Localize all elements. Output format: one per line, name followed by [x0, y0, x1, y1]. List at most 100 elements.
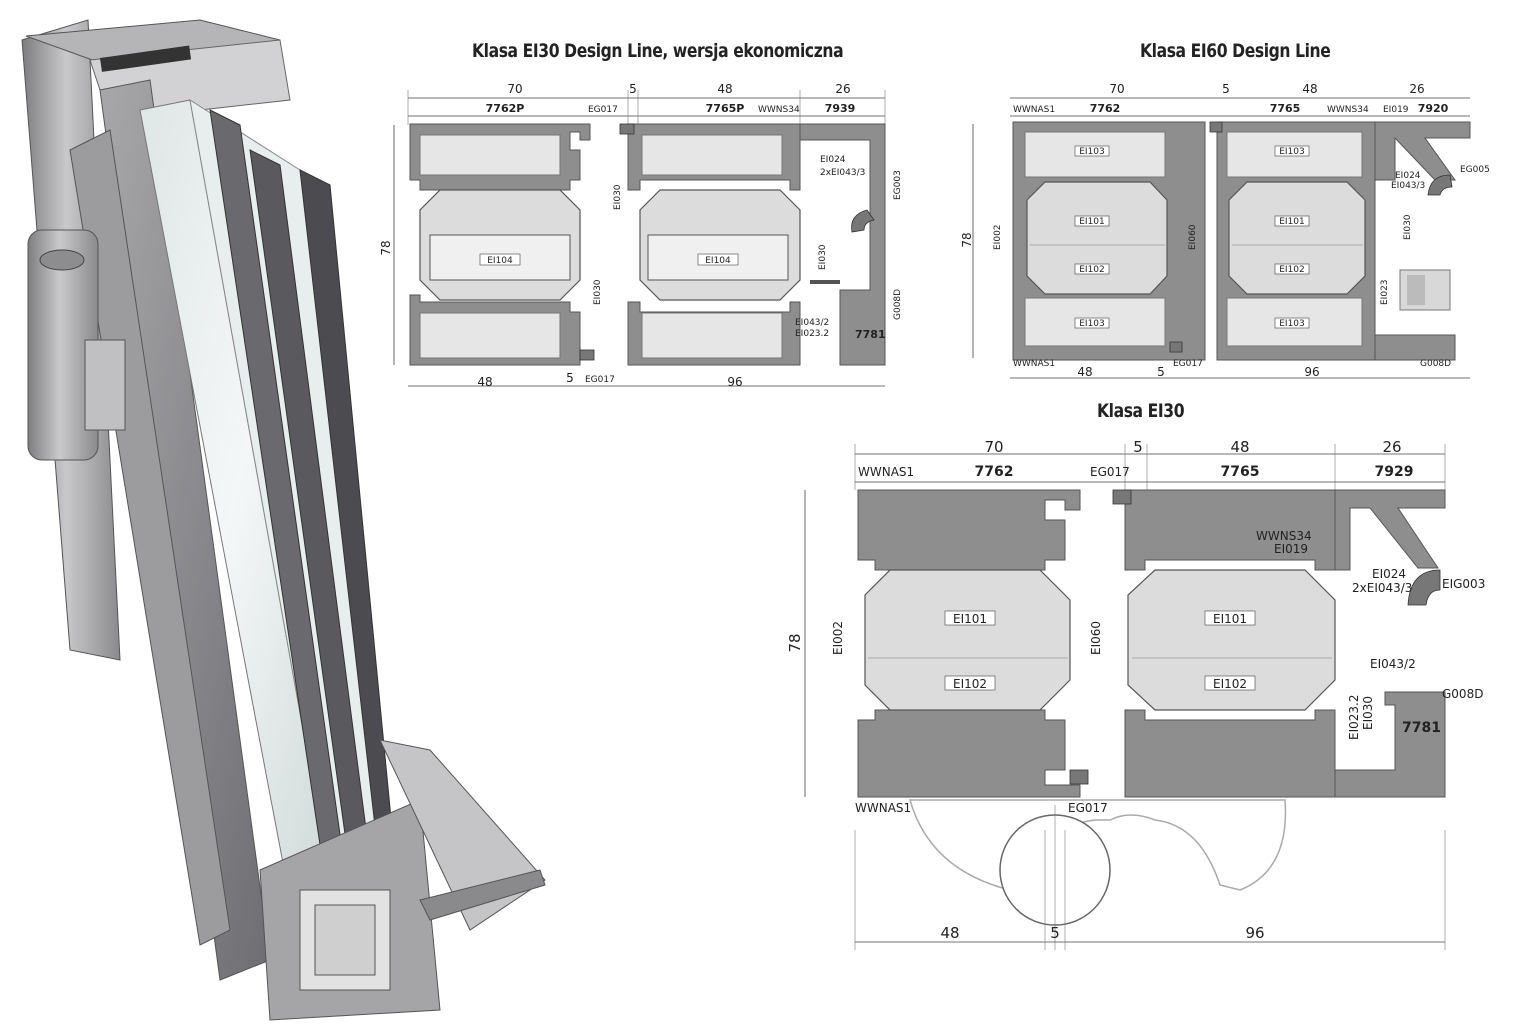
d2-code-ei019: EI019 — [1383, 105, 1409, 115]
diagram1-cross-section: 70 5 48 26 7762P EG017 7765P WWNS34 7939… — [380, 82, 903, 389]
d2-code-wwns34: WWNS34 — [1327, 105, 1369, 115]
d2-dim-5: 5 — [1222, 82, 1230, 96]
diagram3-cross-section: 70 5 48 26 WWNAS1 7762 EG017 7765 7929 7… — [786, 438, 1485, 950]
d3-code-wwnas1-bottom: WWNAS1 — [855, 801, 911, 815]
d2-height-78: 78 — [960, 232, 974, 247]
diagram1-title: Klasa EI30 Design Line, wersja ekonomicz… — [472, 40, 844, 62]
d1-seal-top-icon — [619, 123, 635, 135]
d3-code-ei043-2: EI043/2 — [1370, 657, 1416, 671]
d3-code-ei002: EI002 — [831, 621, 845, 655]
d3-seal-bottom-icon — [1069, 769, 1089, 785]
d2-dim-70: 70 — [1109, 82, 1124, 96]
d2-seal-top-icon — [1209, 121, 1223, 133]
d2-insert-ei103-2: EI103 — [1079, 319, 1105, 329]
d2-profile-7765: 7765 — [1270, 102, 1301, 115]
d3-insert-ei101-right: EI101 — [1213, 612, 1247, 626]
d1-code-wwns34: WWNS34 — [758, 105, 800, 115]
d1-code-ei030-b: EI030 — [593, 279, 603, 305]
d1-profile-7939: 7939 — [825, 102, 856, 115]
d3-dim-26: 26 — [1382, 438, 1401, 456]
d1-gasket-icon — [851, 209, 875, 233]
d2-insert-ei103-1: EI103 — [1079, 147, 1105, 157]
d3-code-eg017-top: EG017 — [1090, 465, 1130, 479]
diagram2-cross-section: 70 5 48 26 WWNAS1 7762 7765 WWNS34 EI019… — [960, 82, 1490, 379]
diagram3-title: Klasa EI30 — [1097, 400, 1185, 422]
d3-code-ei043-3: 2xEI043/3 — [1352, 581, 1412, 595]
d1-code-ei030-c: EI030 — [818, 244, 828, 270]
d2-code-wwnas1-bottom: WWNAS1 — [1013, 359, 1055, 369]
d2-profile-left: EI103 EI101 EI102 EI103 — [1012, 121, 1206, 361]
d1-profile-7762p: 7762P — [486, 102, 525, 115]
d2-gasket-icon — [1427, 174, 1453, 196]
d2-code-ei043-3: EI043/3 — [1391, 181, 1425, 191]
d2-bottom-96: 96 — [1304, 365, 1319, 379]
d1-dim-26: 26 — [835, 82, 850, 96]
d2-insert-ei101-1: EI101 — [1079, 217, 1105, 227]
d1-code-g008d: G008D — [893, 289, 903, 320]
d2-bottom-48: 48 — [1077, 365, 1092, 379]
d2-code-wwnas1-top: WWNAS1 — [1013, 105, 1055, 115]
d1-bottom-48: 48 — [477, 375, 492, 389]
d1-code-ei030-a: EI030 — [613, 184, 623, 210]
d3-bottom-5: 5 — [1050, 924, 1060, 942]
d3-insert-ei101-left: EI101 — [953, 612, 987, 626]
d3-profile-7765: 7765 — [1221, 464, 1260, 480]
d1-dim-70: 70 — [507, 82, 522, 96]
d3-code-wwnas1-top: WWNAS1 — [858, 465, 914, 479]
d1-insert-ei104-left: EI104 — [487, 256, 513, 266]
d2-code-ei030: EI030 — [1403, 214, 1413, 240]
d3-profile-7929: 7929 — [1375, 464, 1414, 480]
d2-code-ei060: EI060 — [1188, 224, 1198, 250]
d2-profile-7920: 7920 — [1418, 102, 1449, 115]
d2-code-eg005: EG005 — [1460, 165, 1490, 175]
d1-profile-left: EI104 — [409, 123, 591, 366]
d1-code-eg017-top: EG017 — [588, 105, 618, 115]
d1-bottom-96: 96 — [727, 375, 742, 389]
d2-profile-right: EI103 EI101 EI102 EI103 — [1216, 121, 1376, 361]
d3-dim-70: 70 — [984, 438, 1003, 456]
d2-insert-ei102-1: EI102 — [1079, 265, 1105, 275]
d3-code-ei019: EI019 — [1274, 542, 1308, 556]
d3-seal-top-icon — [1112, 489, 1132, 505]
d3-insert-ei102-right: EI102 — [1213, 677, 1247, 691]
d2-code-g008d: G008D — [1420, 359, 1451, 369]
d1-profile-7781: 7781 — [855, 328, 886, 341]
d1-profile-right: EI104 — [627, 123, 801, 366]
d1-dim-48: 48 — [717, 82, 732, 96]
d2-dim-48: 48 — [1302, 82, 1317, 96]
d2-code-ei024: EI024 — [1395, 171, 1421, 181]
d3-dim-48: 48 — [1230, 438, 1249, 456]
d3-code-ei030: EI030 — [1361, 696, 1375, 730]
d3-code-ei060: EI060 — [1089, 621, 1103, 655]
d1-seal-bottom-icon — [579, 349, 595, 361]
d2-code-ei002: EI002 — [993, 224, 1003, 250]
d3-bottom-96: 96 — [1245, 924, 1264, 942]
d3-profile-left: EI101 EI102 — [857, 489, 1081, 798]
d3-profile-7781: 7781 — [1402, 720, 1441, 736]
d3-code-eg017-bottom: EG017 — [1068, 801, 1108, 815]
diagram2-title: Klasa EI60 Design Line — [1140, 40, 1331, 62]
d1-code-ei043-3: 2xEI043/3 — [820, 168, 865, 178]
d3-profile-7762: 7762 — [975, 464, 1014, 480]
d2-code-eg017: EG017 — [1173, 359, 1203, 369]
d3-gasket-icon — [1407, 569, 1441, 606]
d2-code-ei023: EI023 — [1380, 279, 1390, 305]
d3-code-eig003: EIG003 — [1442, 577, 1485, 591]
d1-height-78: 78 — [380, 240, 393, 255]
d2-profile-7762: 7762 — [1090, 102, 1121, 115]
d2-seal-bottom-icon — [1169, 341, 1183, 353]
d3-code-wwns34: WWNS34 — [1256, 529, 1312, 543]
d1-profile-7765p: 7765P — [706, 102, 745, 115]
d1-code-eg003: EG003 — [893, 170, 903, 200]
d3-height-78: 78 — [786, 633, 804, 652]
d1-code-eg017-bottom: EG017 — [585, 375, 615, 385]
d2-insert-ei101-2: EI101 — [1279, 217, 1305, 227]
d3-dim-5: 5 — [1133, 438, 1143, 456]
d1-code-ei024: EI024 — [820, 155, 846, 165]
door-frame-3d-render — [21, 19, 546, 1021]
d2-insert-ei103-3: EI103 — [1279, 147, 1305, 157]
d1-insert-ei104-right: EI104 — [705, 256, 731, 266]
d1-code-ei043-2: EI043/2 — [795, 318, 829, 328]
d2-insert-ei103-4: EI103 — [1279, 319, 1305, 329]
d2-dim-26: 26 — [1409, 82, 1424, 96]
